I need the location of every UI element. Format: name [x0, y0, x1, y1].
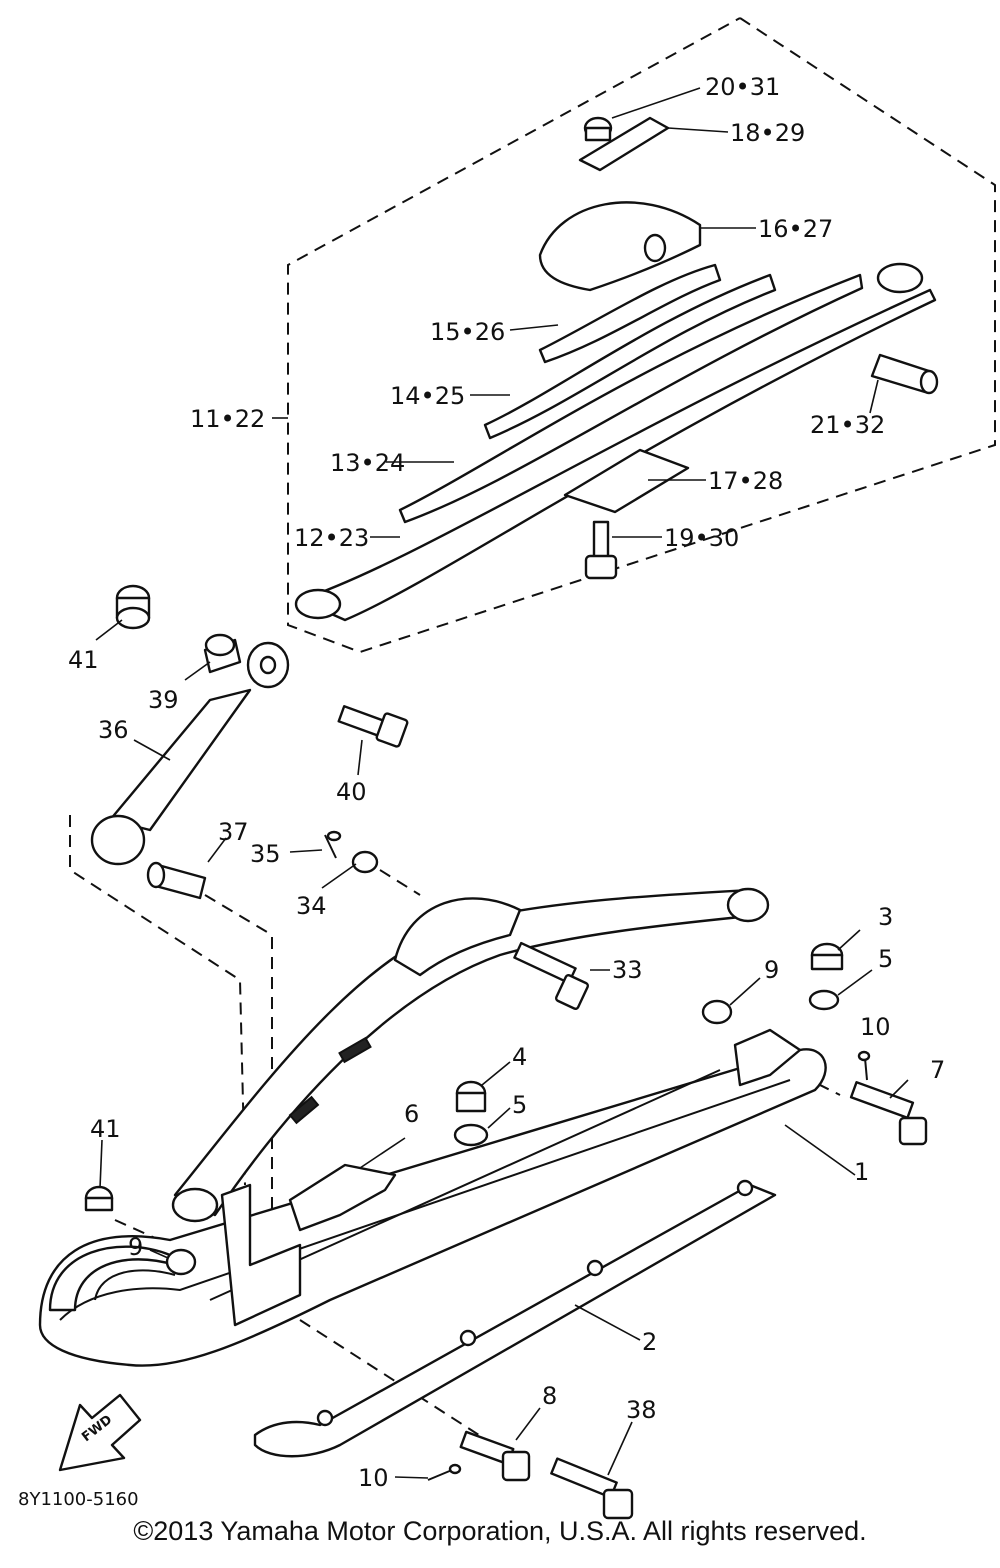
- leaf-14: [483, 273, 777, 440]
- callout-14-25: 14•25: [390, 382, 465, 410]
- pin-10b: [427, 1469, 453, 1481]
- callout-6: 6: [404, 1100, 419, 1128]
- assembly-boundary: [287, 17, 996, 654]
- callout-8: 8: [542, 1382, 557, 1410]
- assembled-spring-front-eye: [171, 1187, 219, 1223]
- cotter-pin-35: [324, 834, 337, 859]
- callout-33: 33: [612, 956, 643, 984]
- shock-lower-eye: [90, 814, 146, 866]
- callout-labels: 20•31 18•29 16•27 15•26 14•25 11•22 13•2…: [68, 73, 945, 1492]
- callout-39: 39: [148, 686, 179, 714]
- spring-bolt: [592, 520, 610, 560]
- shock-absorber-group: [90, 584, 409, 900]
- callout-11-22: 11•22: [190, 405, 265, 433]
- nut-9a: [701, 999, 733, 1025]
- callout-41-top: 41: [68, 646, 99, 674]
- main-leaf-rear-eye: [876, 262, 924, 294]
- callout-17-28: 17•28: [708, 467, 783, 495]
- callout-5-center: 5: [512, 1091, 527, 1119]
- callout-12-23: 12•23: [294, 524, 369, 552]
- pin-10a: [864, 1057, 868, 1081]
- callout-35: 35: [250, 840, 281, 868]
- callout-10-rear: 10: [860, 1013, 891, 1041]
- callout-21-32: 21•32: [810, 411, 885, 439]
- callout-10-front: 10: [358, 1464, 389, 1492]
- leader-lines: [95, 87, 909, 1479]
- washer-5a: [808, 989, 840, 1011]
- front-spindle-bracket: [220, 1183, 302, 1327]
- callout-37: 37: [218, 818, 249, 846]
- callout-2: 2: [642, 1328, 657, 1356]
- callout-38: 38: [626, 1396, 657, 1424]
- callout-5-rear: 5: [878, 945, 893, 973]
- rear-bracket: [733, 1028, 802, 1087]
- copyright-notice: ©2013 Yamaha Motor Corporation, U.S.A. A…: [133, 1516, 867, 1546]
- spring-clamp-cap: [538, 201, 702, 292]
- callout-20-31: 20•31: [705, 73, 780, 101]
- callout-3: 3: [878, 903, 893, 931]
- callout-4: 4: [512, 1043, 527, 1071]
- assembled-spring-rear-eye: [726, 887, 770, 923]
- callout-9-front: 9: [128, 1233, 143, 1261]
- wear-rod-2: [253, 1183, 777, 1458]
- callout-36: 36: [98, 716, 129, 744]
- callout-13-24: 13•24: [330, 449, 405, 477]
- washer-5b: [453, 1123, 489, 1147]
- callout-1: 1: [854, 1158, 869, 1186]
- clamp-bracket: [578, 116, 670, 172]
- bolt-7: [849, 1081, 915, 1119]
- lower-spring-plate: [563, 448, 690, 514]
- fwd-arrow-icon: FWD: [58, 1393, 142, 1472]
- small-hardware: [84, 942, 928, 1520]
- bolt-33: [513, 941, 590, 1010]
- ski-body: [38, 1028, 827, 1458]
- nut-9b: [165, 1248, 197, 1276]
- callout-7: 7: [930, 1056, 945, 1084]
- callout-40: 40: [336, 778, 367, 806]
- callout-18-29: 18•29: [730, 119, 805, 147]
- leaf-spring-assembly-exploded: [294, 116, 939, 622]
- callout-19-30: 19•30: [664, 524, 739, 552]
- callout-34: 34: [296, 892, 327, 920]
- callout-15-26: 15•26: [430, 318, 505, 346]
- leaf-15: [538, 263, 722, 364]
- ski-suspension-exploded-diagram: FWD 20•31: [18, 17, 996, 1520]
- callout-41-bottom: 41: [90, 1115, 121, 1143]
- castle-nut-34: [351, 850, 379, 874]
- callout-16-27: 16•27: [758, 215, 833, 243]
- drawing-number: 8Y1100-5160: [18, 1489, 139, 1510]
- callout-9-rear: 9: [764, 956, 779, 984]
- main-leaf-front-eye: [294, 588, 342, 620]
- shock-absorber-36: [108, 688, 252, 832]
- leaf-13: [398, 273, 864, 524]
- assembled-clamp: [393, 897, 522, 977]
- leaf-spring-assembled: [171, 887, 770, 1223]
- main-leaf-12: [298, 288, 937, 622]
- spring-clip-6: [288, 1163, 397, 1232]
- clamp-bushing: [643, 233, 667, 263]
